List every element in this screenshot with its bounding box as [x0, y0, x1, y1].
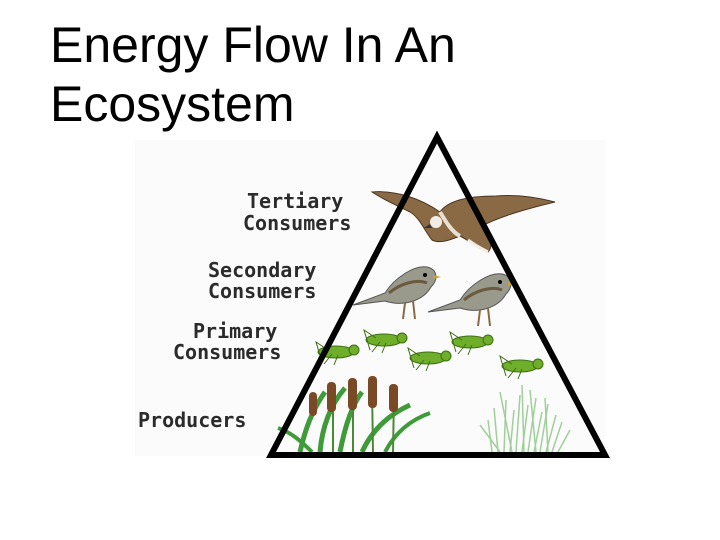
title-line-2: Ecosystem — [50, 76, 295, 132]
label-primary-line1: Primary — [193, 319, 277, 343]
secondary-consumers-sparrows — [352, 266, 516, 327]
label-secondary-line1: Secondary — [208, 258, 316, 282]
producers-grass — [479, 384, 571, 453]
producers-cattails — [277, 376, 431, 454]
label-producers: Producers — [138, 408, 246, 432]
label-tertiary-line1: Tertiary — [247, 189, 343, 213]
label-primary-line2: Consumers — [173, 340, 281, 364]
label-secondary-line2: Consumers — [208, 279, 316, 303]
pyramid-outline — [266, 130, 610, 458]
slide-title: Energy Flow In An Ecosystem — [50, 16, 670, 134]
label-tertiary-line2: Consumers — [243, 211, 351, 235]
title-line-1: Energy Flow In An — [50, 17, 456, 73]
